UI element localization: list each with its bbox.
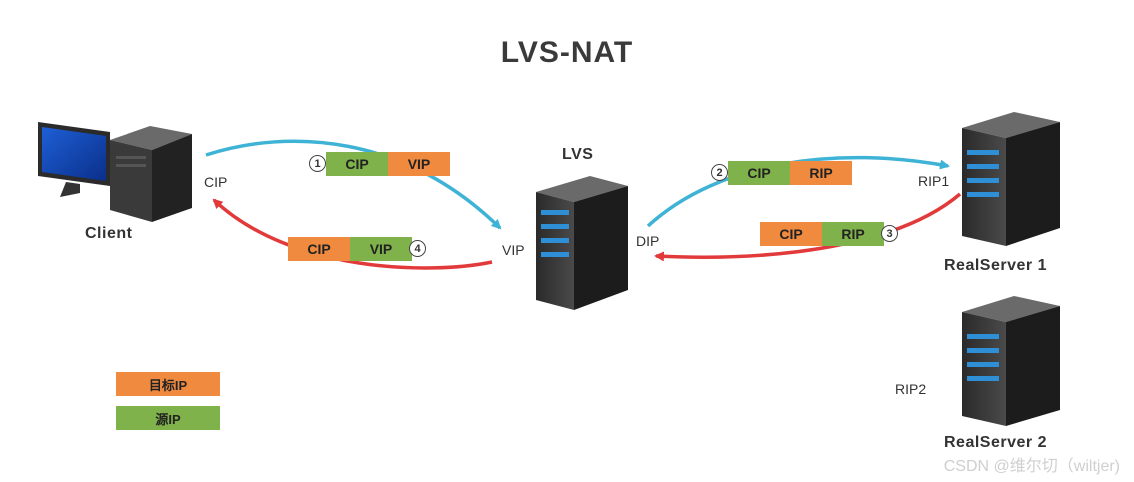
realserver1-label: RealServer 1 xyxy=(944,257,1047,274)
legend-source-ip: 源IP xyxy=(116,406,220,430)
packet-step4: CIP VIP 4 xyxy=(288,237,426,261)
arrow-step3-realserver-to-lvs xyxy=(654,192,962,262)
packet-step3: CIP RIP 3 xyxy=(760,222,898,246)
realserver2-label: RealServer 2 xyxy=(944,434,1047,451)
lvs-server-icon xyxy=(536,176,628,310)
packet-step1: CIP VIP 1 xyxy=(309,152,450,176)
dip-label: DIP xyxy=(636,233,660,249)
realserver1-icon xyxy=(962,112,1060,246)
rip1-label: RIP1 xyxy=(918,173,950,189)
packet-source-ip: RIP xyxy=(822,222,884,246)
diagram-title: LVS-NAT xyxy=(500,36,634,69)
packet-dest-ip: CIP xyxy=(760,222,822,246)
packet-step2: CIP RIP 2 xyxy=(711,161,852,185)
legend-dest-ip: 目标IP xyxy=(116,372,220,396)
client-label: Client xyxy=(85,225,133,242)
step-number-badge: 1 xyxy=(309,155,326,172)
step-number-badge: 4 xyxy=(409,240,426,257)
packet-source-ip: VIP xyxy=(350,237,412,261)
lvs-label: LVS xyxy=(562,146,594,163)
realserver2-icon xyxy=(962,296,1060,426)
packet-dest-ip: CIP xyxy=(288,237,350,261)
vip-label: VIP xyxy=(502,242,525,258)
cip-label: CIP xyxy=(204,174,228,190)
packet-dest-ip: RIP xyxy=(790,161,852,185)
step-number-badge: 3 xyxy=(881,225,898,242)
packet-source-ip: CIP xyxy=(728,161,790,185)
client-computer-icon xyxy=(38,122,192,222)
packet-dest-ip: VIP xyxy=(388,152,450,176)
packet-source-ip: CIP xyxy=(326,152,388,176)
rip2-label: RIP2 xyxy=(895,381,927,397)
arrow-step1-client-to-lvs xyxy=(205,139,502,230)
arrow-step4-lvs-to-client xyxy=(212,198,493,270)
step-number-badge: 2 xyxy=(711,164,728,181)
watermark: CSDN @维尔切（wiltjer) xyxy=(943,458,1120,475)
